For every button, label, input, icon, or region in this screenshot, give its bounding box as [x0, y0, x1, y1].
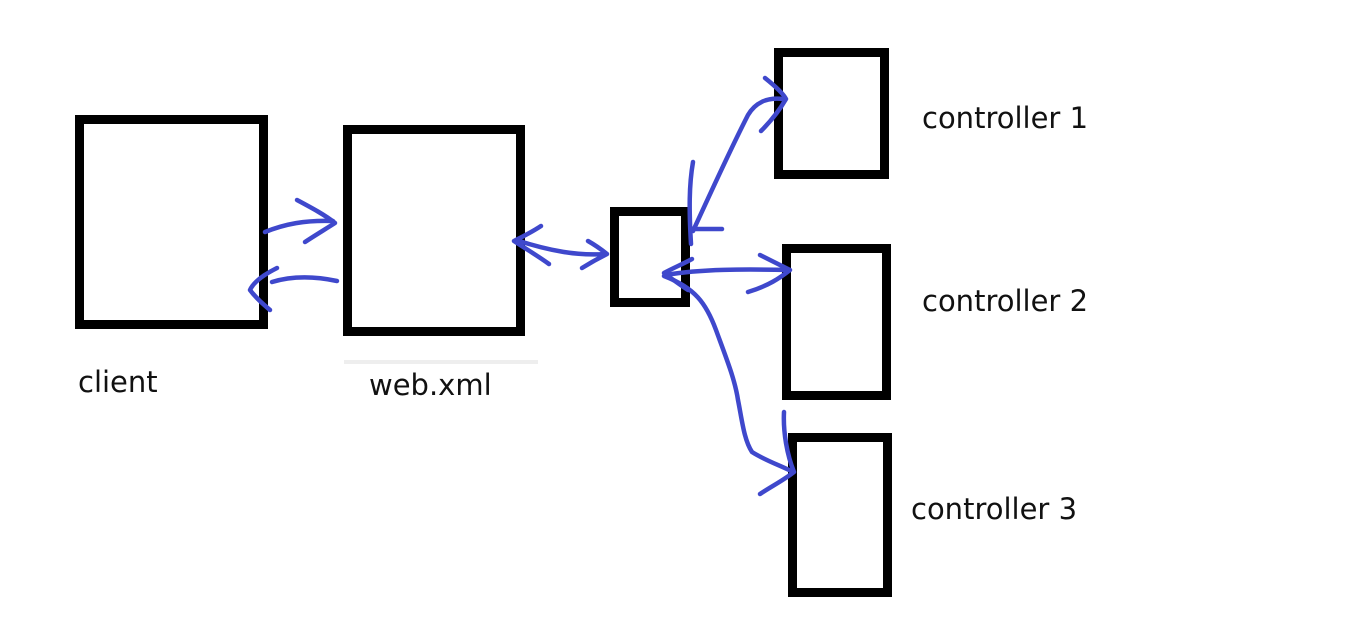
arrow-webxml-to-client: [269, 275, 340, 285]
client-box: [75, 115, 268, 329]
arrow-webxml-dispatcher-head-right: [579, 238, 610, 271]
arrow-dispatcher-controller2: [663, 267, 791, 278]
arrow-dispatcher-controller3-head: [757, 409, 797, 497]
arrow-webxml-dispatcher-head-left: [511, 223, 552, 267]
arrow-webxml-to-client-head: [247, 265, 280, 313]
web-xml-label: web.xml: [369, 368, 492, 402]
arrow-dispatcher-controller1-head: [758, 75, 789, 134]
controller-1-box: [774, 48, 889, 179]
arrow-client-to-webxml-head: [294, 197, 338, 245]
controller-3-label: controller 3: [911, 492, 1078, 526]
arrow-dispatcher-controller2-head-right: [745, 252, 793, 295]
web-xml-underline: [344, 360, 538, 364]
arrow-dispatcher-controller3: [661, 273, 796, 475]
controller-2-box: [782, 244, 891, 400]
arrow-webxml-dispatcher: [513, 237, 608, 257]
controller-1-label: controller 1: [922, 101, 1089, 135]
web-xml-box: [343, 125, 525, 336]
controller-2-label: controller 2: [922, 284, 1089, 318]
arrow-client-to-webxml: [262, 218, 336, 235]
dispatcher-box: [610, 207, 690, 307]
arrow-dispatcher-controller1: [690, 96, 786, 234]
arrow-dispatcher-controller1-tick: [687, 159, 696, 247]
controller-3-box: [788, 433, 892, 597]
client-label: client: [78, 365, 158, 399]
